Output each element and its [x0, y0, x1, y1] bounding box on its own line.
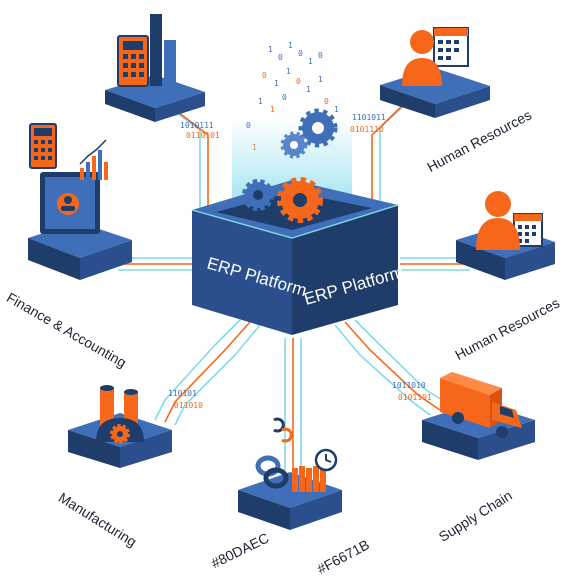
calculator-building-icon [117, 14, 176, 88]
svg-text:1: 1 [258, 97, 263, 106]
binary-stream: 1010111 0110101 1101011 0101110 1011010 … [168, 113, 432, 410]
svg-text:1011010: 1011010 [392, 381, 426, 390]
svg-text:110101: 110101 [168, 389, 197, 398]
links-clock-icon [255, 417, 338, 492]
binary-rain: 101 010 011 011 110 010 11 [246, 41, 339, 152]
svg-text:1: 1 [270, 105, 275, 114]
svg-text:1: 1 [286, 67, 291, 76]
factory-icon [96, 385, 144, 444]
svg-text:0110101: 0110101 [186, 131, 220, 140]
module-bottom-right [422, 372, 535, 460]
svg-text:0101110: 0101110 [350, 125, 384, 134]
svg-text:1: 1 [334, 105, 339, 114]
bar-chart-icon [79, 139, 108, 180]
connector-lines [118, 99, 470, 470]
svg-text:0: 0 [278, 53, 283, 62]
svg-text:1: 1 [306, 85, 311, 94]
svg-text:0: 0 [282, 93, 287, 102]
svg-text:011010: 011010 [174, 401, 203, 410]
monitor-user-calculator-icon [29, 123, 108, 234]
svg-text:0: 0 [298, 49, 303, 58]
module-right [456, 191, 555, 280]
module-top-left [105, 14, 205, 122]
svg-text:1: 1 [268, 45, 273, 54]
delivery-truck-icon [440, 372, 522, 438]
svg-text:1101011: 1101011 [352, 113, 386, 122]
module-bottom [238, 417, 342, 530]
svg-text:0101101: 0101101 [398, 393, 432, 402]
svg-text:0: 0 [262, 71, 267, 80]
svg-text:1: 1 [288, 41, 293, 50]
module-top-right [380, 27, 490, 118]
svg-text:0: 0 [318, 51, 323, 60]
module-left [28, 123, 132, 280]
gears-icon [242, 108, 338, 223]
svg-text:1: 1 [274, 79, 279, 88]
user-calendar-icon [402, 27, 469, 86]
svg-text:0: 0 [324, 97, 329, 106]
module-bottom-left [68, 385, 172, 468]
user-calendar-icon [476, 191, 543, 250]
svg-text:1: 1 [308, 57, 313, 66]
svg-text:1010111: 1010111 [180, 121, 214, 130]
svg-text:1: 1 [318, 75, 323, 84]
svg-text:0: 0 [296, 77, 301, 86]
